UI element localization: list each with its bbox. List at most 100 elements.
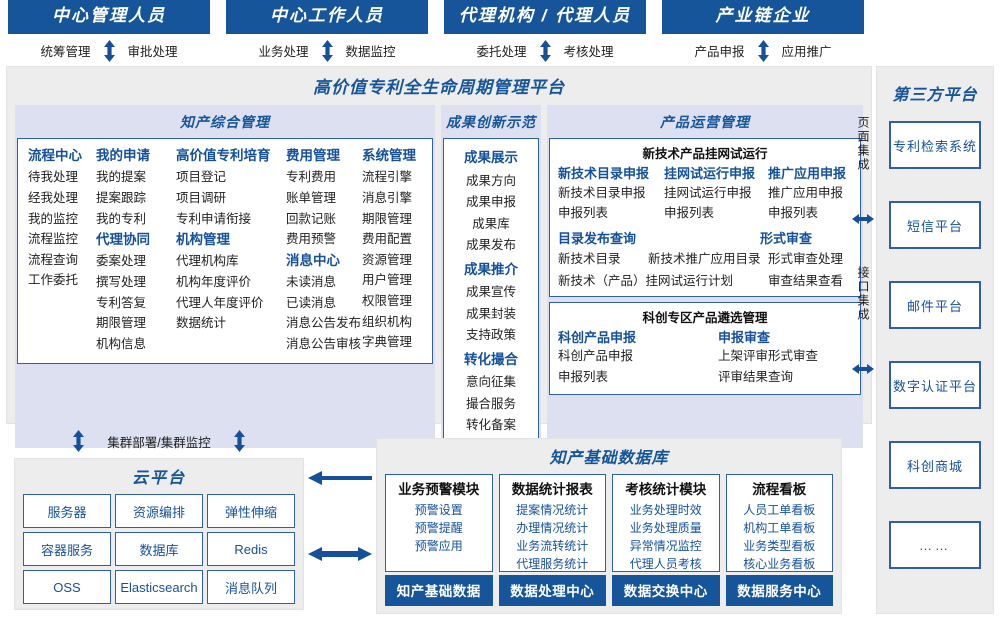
- menu-item[interactable]: 回款记账: [286, 211, 337, 226]
- db-card-row[interactable]: 业务流转统计: [516, 538, 589, 553]
- category-label[interactable]: 机构管理: [176, 232, 230, 248]
- db-card-row[interactable]: 业务类型看板: [743, 538, 816, 553]
- db-footer-processing-center[interactable]: 数据处理中心: [498, 575, 606, 606]
- db-card-row[interactable]: 预警设置: [414, 502, 463, 517]
- cloud-cell-database[interactable]: 数据库: [115, 532, 203, 566]
- third-party-item-email[interactable]: 邮件平台: [889, 281, 981, 329]
- menu-item[interactable]: 提案跟踪: [96, 190, 147, 205]
- cloud-cell-orchestration[interactable]: 资源编排: [115, 494, 203, 528]
- db-card-row[interactable]: 预警应用: [414, 538, 463, 553]
- menu-item[interactable]: 专利费用: [286, 170, 337, 185]
- category-label[interactable]: 我的申请: [96, 148, 150, 163]
- db-card-row[interactable]: 异常情况监控: [629, 538, 702, 553]
- menu-item[interactable]: 代理机构库: [176, 254, 239, 269]
- db-card-row[interactable]: 业务处理时效: [629, 502, 702, 517]
- menu-item[interactable]: 推广应用申报: [768, 185, 844, 200]
- db-footer-basic-data[interactable]: 知产基础数据: [385, 575, 493, 606]
- category-label-form-review[interactable]: 形式审查: [760, 230, 813, 246]
- menu-item[interactable]: 我的提案: [96, 170, 147, 185]
- menu-item[interactable]: 机构年度评价: [176, 275, 252, 290]
- menu-item[interactable]: 新技术推广应用目录: [648, 252, 761, 267]
- menu-item[interactable]: 新技术目录: [558, 252, 621, 267]
- category-label[interactable]: 成果推介: [464, 261, 518, 277]
- menu-item[interactable]: 项目登记: [176, 170, 227, 185]
- category-label[interactable]: 科创产品申报: [558, 329, 637, 345]
- db-footer-exchange-center[interactable]: 数据交换中心: [612, 575, 720, 606]
- category-label[interactable]: 高价值专利培育: [176, 148, 271, 163]
- category-label[interactable]: 新技术目录申报: [558, 166, 650, 181]
- menu-item[interactable]: 未读消息: [286, 275, 337, 290]
- role-title-agency[interactable]: 代理机构 / 代理人员: [444, 0, 646, 34]
- db-card-row[interactable]: 机构工单看板: [743, 520, 816, 535]
- menu-item[interactable]: 工作委托: [28, 273, 79, 288]
- menu-item[interactable]: 用户管理: [362, 273, 413, 288]
- menu-item[interactable]: 成果封装: [465, 306, 516, 321]
- menu-item[interactable]: 流程监控: [28, 232, 79, 247]
- menu-item[interactable]: 消息公告发布: [286, 316, 362, 331]
- menu-item[interactable]: 流程引擎: [362, 170, 413, 185]
- cloud-cell-elasticsearch[interactable]: Elasticsearch: [115, 570, 203, 604]
- menu-item[interactable]: 消息引擎: [362, 190, 413, 205]
- menu-item[interactable]: 申报列表: [558, 370, 609, 385]
- menu-item[interactable]: 挂网试运行申报: [664, 185, 752, 200]
- third-party-item-innovation-mall[interactable]: 科创商城: [889, 441, 981, 489]
- third-party-item-patent-search[interactable]: 专利检索系统: [889, 121, 981, 169]
- menu-item[interactable]: 申报列表: [558, 206, 609, 221]
- role-title-center-staff[interactable]: 中心工作人员: [226, 0, 428, 34]
- menu-item[interactable]: 账单管理: [286, 190, 337, 205]
- menu-item[interactable]: 成果库: [472, 216, 510, 231]
- category-label-catalog-query[interactable]: 目录发布查询: [558, 230, 637, 246]
- category-label[interactable]: 消息中心: [286, 252, 340, 268]
- third-party-item-digital-cert[interactable]: 数字认证平台: [889, 361, 981, 409]
- role-title-industry-chain[interactable]: 产业链企业: [662, 0, 864, 34]
- menu-item[interactable]: 期限管理: [362, 211, 413, 226]
- db-card-row[interactable]: 代理人员考核: [629, 556, 702, 571]
- db-card-row[interactable]: 办理情况统计: [516, 520, 589, 535]
- menu-item[interactable]: 新技术（产品）挂网试运行计划: [558, 273, 734, 288]
- menu-item[interactable]: 撮合服务: [465, 396, 516, 411]
- db-footer-service-center[interactable]: 数据服务中心: [725, 575, 833, 606]
- category-label[interactable]: 转化撮合: [464, 351, 518, 367]
- role-title-center-manager[interactable]: 中心管理人员: [8, 0, 210, 34]
- db-card-row[interactable]: 业务处理质量: [629, 520, 702, 535]
- menu-item[interactable]: 权限管理: [362, 294, 413, 309]
- db-card-row[interactable]: 核心业务看板: [743, 556, 816, 571]
- db-card-row[interactable]: 预警提醒: [414, 520, 463, 535]
- menu-item[interactable]: 申报列表: [768, 206, 819, 221]
- third-party-item-more[interactable]: ……: [889, 521, 981, 569]
- category-label[interactable]: 代理协同: [96, 232, 150, 248]
- cloud-cell-oss[interactable]: OSS: [23, 570, 111, 604]
- cloud-cell-message-queue[interactable]: 消息队列: [207, 570, 295, 604]
- menu-item[interactable]: 成果宣传: [465, 285, 516, 300]
- menu-item[interactable]: 新技术目录申报: [558, 185, 646, 200]
- menu-item[interactable]: 数据统计: [176, 316, 227, 331]
- cloud-cell-container[interactable]: 容器服务: [23, 532, 111, 566]
- menu-item[interactable]: 组织机构: [362, 314, 413, 329]
- db-card-row[interactable]: 提案情况统计: [516, 502, 589, 517]
- third-party-item-sms[interactable]: 短信平台: [889, 201, 981, 249]
- menu-item[interactable]: 委案处理: [96, 254, 147, 269]
- cloud-cell-server[interactable]: 服务器: [23, 494, 111, 528]
- menu-item[interactable]: 成果申报: [465, 195, 516, 210]
- menu-item[interactable]: 科创产品申报: [558, 349, 634, 364]
- menu-item[interactable]: 流程查询: [28, 252, 79, 267]
- menu-item[interactable]: 上架评审形式审查: [718, 349, 819, 364]
- menu-item[interactable]: 申报列表: [664, 206, 715, 221]
- menu-item[interactable]: 代理人年度评价: [176, 295, 264, 310]
- menu-item[interactable]: 资源管理: [362, 252, 413, 267]
- menu-item[interactable]: 我的监控: [28, 211, 79, 226]
- menu-item[interactable]: 已读消息: [286, 295, 337, 310]
- menu-item[interactable]: 机构信息: [96, 336, 147, 351]
- menu-item[interactable]: 字典管理: [362, 335, 413, 350]
- menu-item[interactable]: 经我处理: [28, 190, 79, 205]
- cloud-cell-redis[interactable]: Redis: [207, 532, 295, 566]
- menu-item[interactable]: 撰写处理: [96, 275, 147, 290]
- menu-item[interactable]: 费用配置: [362, 232, 413, 247]
- menu-item[interactable]: 消息公告审核: [286, 336, 362, 351]
- category-label[interactable]: 费用管理: [286, 148, 340, 163]
- menu-item[interactable]: 审查结果查看: [768, 273, 844, 288]
- category-label[interactable]: 成果展示: [464, 150, 518, 165]
- category-label[interactable]: 系统管理: [362, 148, 416, 163]
- menu-item[interactable]: 成果方向: [465, 173, 516, 188]
- menu-item[interactable]: 专利申请衔接: [176, 211, 252, 226]
